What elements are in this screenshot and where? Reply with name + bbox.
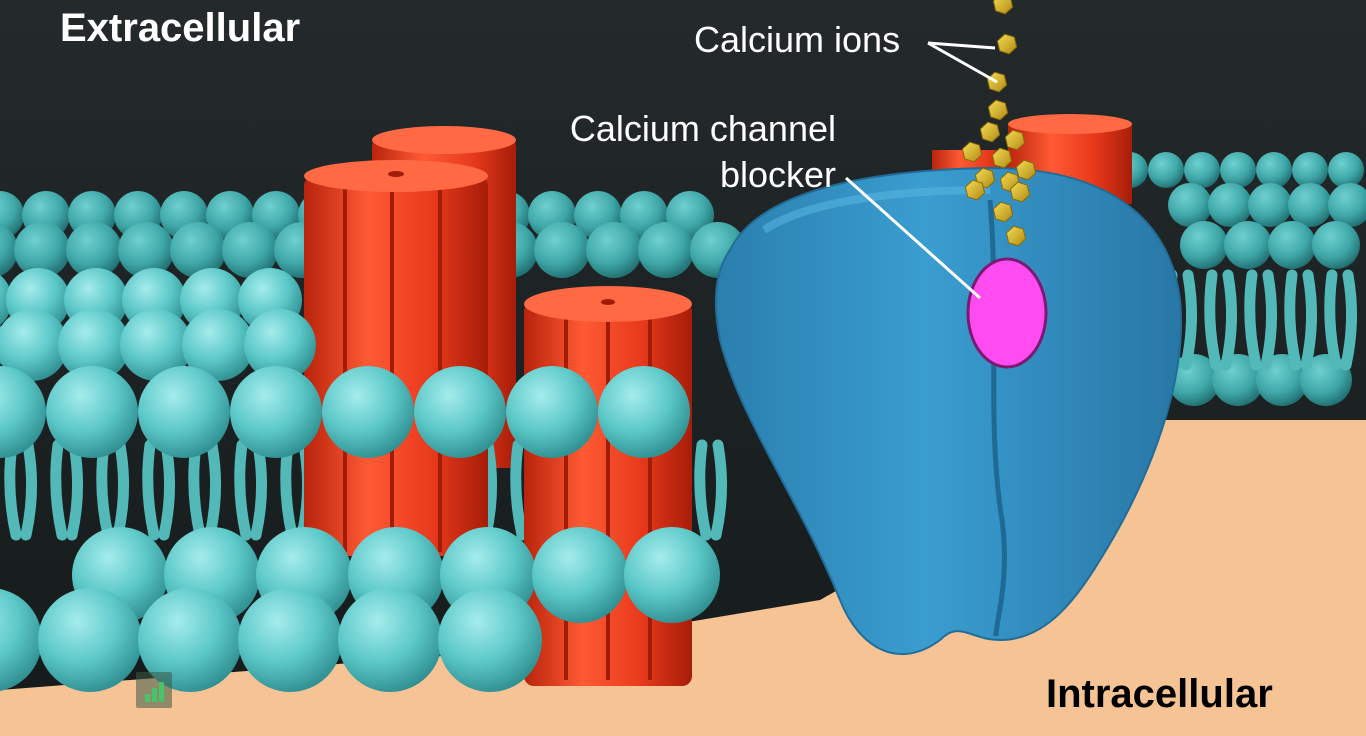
- lipid-head: [244, 309, 316, 381]
- lipid-head: [1208, 183, 1252, 227]
- lipid-head: [1312, 221, 1360, 269]
- ions-pointer-line-1: [927, 41, 996, 50]
- lipid-head: [532, 527, 628, 623]
- lipid-head: [438, 588, 542, 692]
- lipid-head: [1224, 221, 1272, 269]
- lipid-tail: [1284, 269, 1318, 371]
- lipid-head: [0, 309, 68, 381]
- lipid-head: [322, 366, 414, 458]
- lipid-head: [120, 309, 192, 381]
- lipid-head: [0, 191, 24, 239]
- lipid-head: [118, 222, 174, 278]
- lipid-head: [638, 222, 694, 278]
- lipid-head: [598, 366, 690, 458]
- calcium-ion: [979, 121, 1001, 143]
- lipid-head: [138, 366, 230, 458]
- lipid-head: [14, 222, 70, 278]
- lipid-head: [338, 588, 442, 692]
- calcium-ion: [991, 147, 1013, 169]
- calcium-ion: [961, 141, 983, 163]
- callout-lines: [844, 41, 998, 300]
- calcium-ion: [992, 201, 1014, 223]
- lipid-head: [1184, 152, 1220, 188]
- lipid-head: [0, 588, 42, 692]
- ions-pointer-line-2: [927, 41, 998, 84]
- lipid-head: [182, 309, 254, 381]
- calcium-ion: [1005, 225, 1027, 247]
- calcium-ion: [987, 99, 1009, 121]
- lipid-tail: [694, 439, 728, 541]
- lipid-head: [1328, 183, 1366, 227]
- calcium-ion: [964, 179, 986, 201]
- lipid-head: [1268, 221, 1316, 269]
- lipid-head: [230, 366, 322, 458]
- lipid-head: [1328, 152, 1364, 188]
- lipid-head: [66, 222, 122, 278]
- bar-chart-logo-icon: [136, 672, 172, 708]
- blocker-label-line-1: Calcium channel: [569, 108, 836, 149]
- calcium-ions: [961, 0, 1037, 247]
- front-lipid-heads: [0, 268, 720, 692]
- lipid-head: [586, 222, 642, 278]
- lipid-head: [58, 309, 130, 381]
- lipid-head: [0, 223, 18, 277]
- extracellular-label: Extracellular: [60, 6, 301, 50]
- lipid-head: [1292, 152, 1328, 188]
- lipid-head: [624, 527, 720, 623]
- lipid-head: [46, 366, 138, 458]
- lipid-head: [0, 366, 46, 458]
- lipid-head: [1288, 183, 1332, 227]
- lipid-head: [506, 366, 598, 458]
- calcium-channel-blocker: [966, 257, 1048, 369]
- intracellular-label: Intracellular: [1046, 672, 1273, 716]
- lipid-head: [1248, 183, 1292, 227]
- calcium-ion: [992, 0, 1014, 15]
- lipid-tail: [1204, 269, 1238, 371]
- calcium-ion: [1009, 181, 1031, 203]
- lipid-head: [222, 222, 278, 278]
- lipid-head: [1220, 152, 1256, 188]
- lipid-head: [1256, 152, 1292, 188]
- calcium-ion: [1015, 159, 1037, 181]
- lipid-head: [1180, 221, 1228, 269]
- lipid-head: [534, 222, 590, 278]
- blocker-label-line-2: blocker: [719, 154, 836, 195]
- lipid-head: [1168, 183, 1212, 227]
- lipid-head: [238, 588, 342, 692]
- lipid-head: [1148, 152, 1184, 188]
- red-protein-short: [524, 286, 692, 686]
- lipid-head: [414, 366, 506, 458]
- lipid-tail: [1244, 269, 1278, 371]
- lipid-head: [38, 588, 142, 692]
- lipid-tail: [1324, 269, 1358, 371]
- lipid-head: [138, 588, 242, 692]
- red-protein-tall: [304, 160, 488, 556]
- calcium-ion: [1004, 129, 1026, 151]
- calcium-ion: [996, 33, 1018, 55]
- blocker-pointer-line: [844, 176, 982, 300]
- calcium-channel-blocker-label: Calcium channel blocker: [553, 106, 836, 198]
- calcium-ions-label: Calcium ions: [694, 19, 901, 60]
- lipid-head: [170, 222, 226, 278]
